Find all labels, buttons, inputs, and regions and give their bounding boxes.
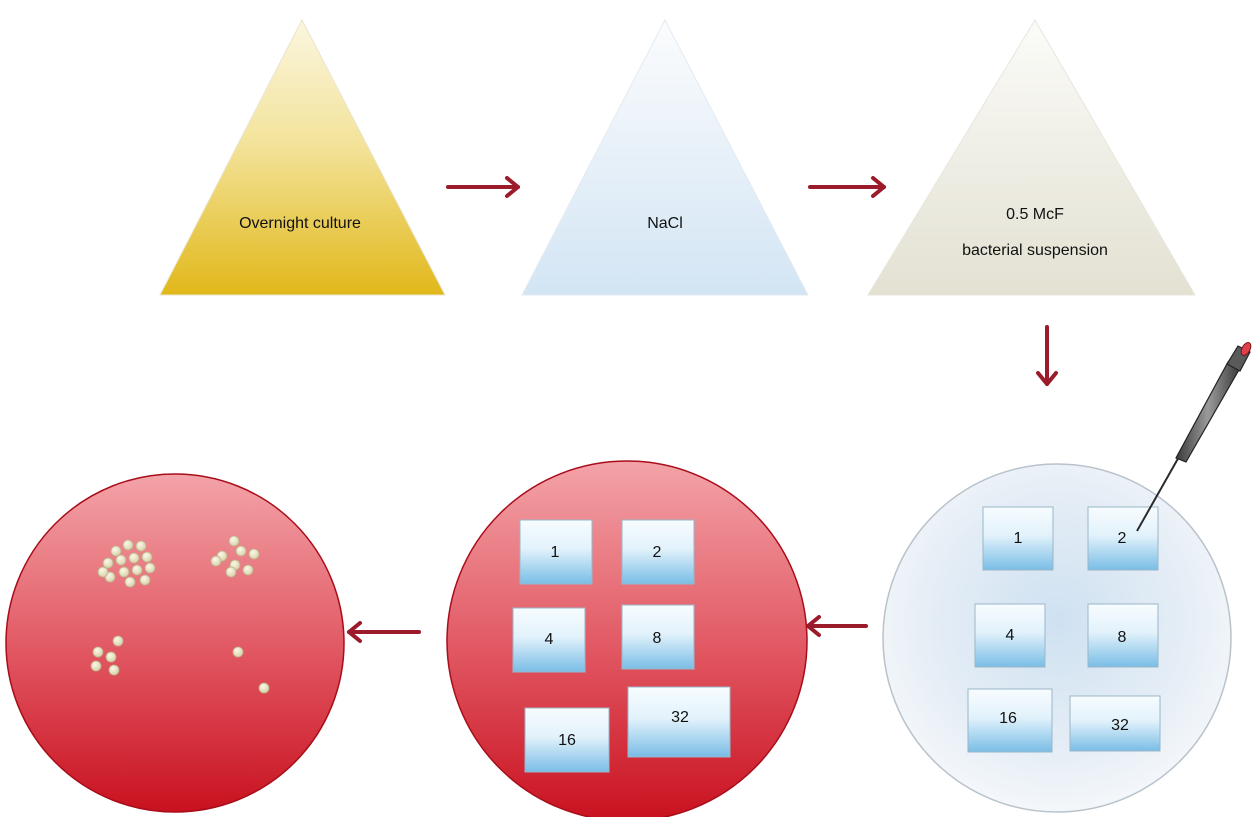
flask-overnight-culture: Overnight culture — [159, 18, 446, 296]
suspension-plate-squares: 1 2 4 8 16 32 — [967, 506, 1161, 753]
blood-agar-plate-colonies — [5, 473, 345, 813]
dilution-square: 1 — [982, 506, 1054, 571]
flask-label-line2: bacterial suspension — [962, 242, 1108, 259]
dilution-label: 4 — [545, 631, 554, 648]
dilution-label: 8 — [653, 630, 662, 647]
dilution-square: 2 — [1087, 506, 1159, 571]
dilution-label: 2 — [653, 544, 662, 561]
dilution-label: 32 — [1111, 717, 1129, 734]
dilution-square: 32 — [1069, 695, 1161, 752]
blood-agar-plate-squares: 1 2 4 8 16 32 — [512, 519, 731, 773]
dilution-square: 8 — [621, 604, 695, 670]
flask-label: Overnight culture — [239, 215, 361, 232]
pipette-icon — [1136, 342, 1252, 532]
suspension-plate — [882, 463, 1232, 813]
dilution-label: 16 — [999, 710, 1017, 727]
dilution-square: 1 — [519, 519, 593, 585]
dilution-label: 8 — [1118, 629, 1127, 646]
dilution-label: 16 — [558, 732, 576, 749]
arrow-suspension-to-plate — [1036, 325, 1058, 386]
arrow-culture-to-nacl — [446, 176, 520, 198]
dilution-square: 8 — [1087, 603, 1159, 668]
arrow-blood-agar-to-result — [347, 621, 421, 643]
dilution-label: 1 — [1014, 530, 1023, 547]
dilution-label: 1 — [551, 544, 560, 561]
dilution-square: 4 — [974, 603, 1046, 668]
dilution-label: 2 — [1118, 530, 1127, 547]
dilution-square: 16 — [524, 707, 610, 773]
dilution-square: 16 — [967, 688, 1053, 753]
flask-bacterial-suspension: 0.5 McF bacterial suspension — [867, 19, 1196, 296]
arrow-plate-to-blood-agar — [806, 615, 868, 637]
flask-nacl: NaCl — [521, 18, 809, 296]
flask-label-line1: 0.5 McF — [1006, 206, 1064, 223]
bacterial-colonies — [90, 535, 270, 694]
dilution-label: 4 — [1006, 627, 1015, 644]
arrow-nacl-to-suspension — [808, 176, 886, 198]
dilution-square: 4 — [512, 607, 586, 673]
dilution-square: 32 — [627, 686, 731, 758]
dilution-label: 32 — [671, 709, 689, 726]
flask-label: NaCl — [647, 215, 683, 232]
dilution-square: 2 — [621, 519, 695, 585]
